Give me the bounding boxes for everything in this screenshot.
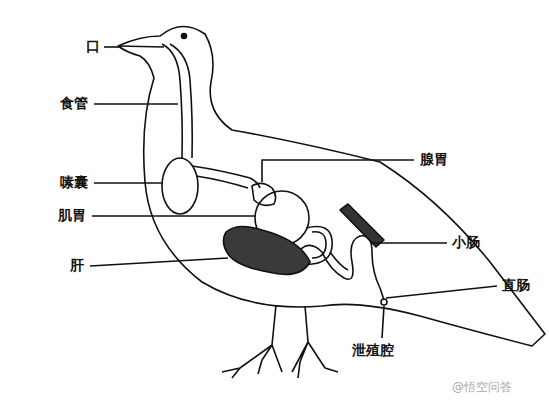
leader-line [372,242,447,244]
part-label: 肌胃 [58,207,86,224]
esophagus [196,176,248,188]
leg [222,305,282,378]
part-label: 腺胃 [420,151,448,168]
leader-line [94,103,178,105]
bird-body [118,26,545,346]
part-label: 肝 [70,257,84,274]
leg [292,306,338,378]
intestine-band [340,204,384,247]
part-label: 口 [86,38,100,55]
esophagus [192,166,260,188]
part-label: 食管 [60,95,88,112]
esophagus [170,44,192,158]
leader-line [92,215,255,217]
proventriculus [252,183,276,205]
part-label: 直肠 [502,277,530,294]
eye [182,34,187,39]
leader-line [382,306,384,338]
intestine [330,252,348,270]
leader-line [104,46,122,48]
leader-line [94,182,162,184]
part-label: 小肠 [452,234,480,251]
beak-line [118,46,164,47]
leader-line [386,286,497,298]
leader-line [262,160,414,182]
leader-line [90,258,228,266]
watermark: @悟空问答 [452,380,512,394]
intestine [312,232,326,258]
liver [223,226,310,274]
part-label: 嗉囊 [60,174,88,191]
part-label: 泄殖腔 [352,342,394,359]
esophagus [162,44,182,158]
cloaca [381,299,387,305]
